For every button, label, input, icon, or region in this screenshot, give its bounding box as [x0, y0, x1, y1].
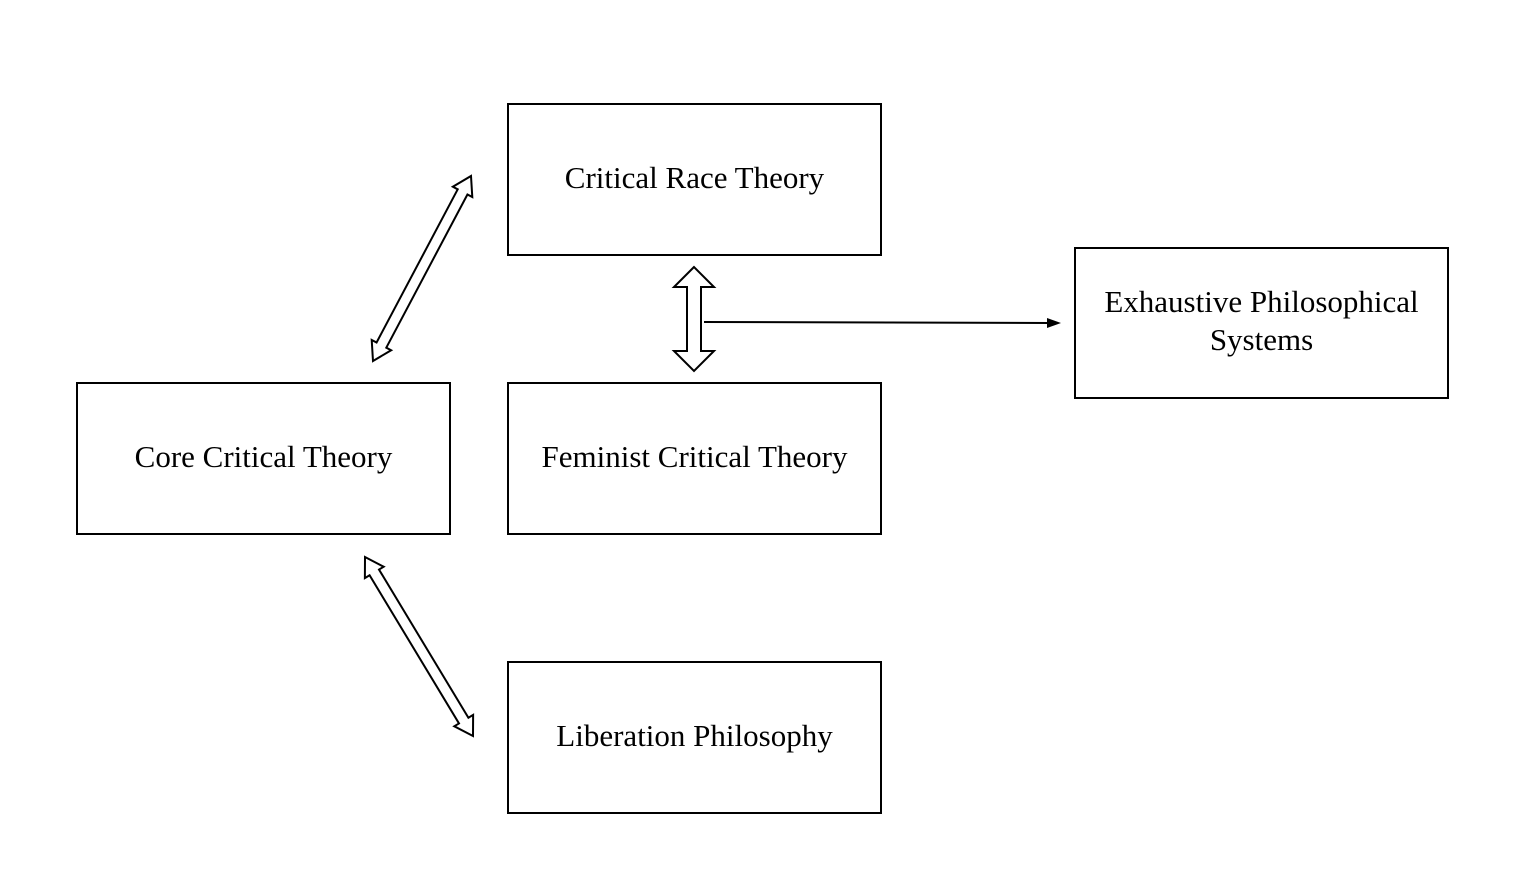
node-box [507, 103, 882, 256]
node-critical-race-theory[interactable]: Critical Race Theory [507, 103, 882, 256]
node-exhaustive-philosophical-systems[interactable]: Exhaustive Philosophical Systems [1074, 247, 1449, 399]
node-box [1074, 247, 1449, 399]
node-label-line-2: Systems [1210, 322, 1313, 357]
edge-to-exhaustive-systems-line [703, 321, 1051, 324]
node-box [76, 382, 451, 535]
edge-core-to-liberation-arrow [363, 555, 475, 738]
node-label: Critical Race Theory [565, 160, 825, 195]
node-label: Liberation Philosophy [556, 718, 833, 753]
node-feminist-critical-theory[interactable]: Feminist Critical Theory [507, 382, 882, 535]
node-box [507, 382, 882, 535]
node-label: Feminist Critical Theory [542, 439, 848, 474]
node-core-critical-theory[interactable]: Core Critical Theory [76, 382, 451, 535]
node-label: Core Critical Theory [135, 439, 393, 474]
edge-core-to-critical-race-arrow [370, 174, 474, 363]
node-label-line-1: Exhaustive Philosophical [1104, 284, 1418, 319]
node-box [507, 661, 882, 814]
node-liberation-philosophy[interactable]: Liberation Philosophy [507, 661, 882, 814]
arrowhead-icon [1047, 318, 1061, 328]
edge-critical-race-to-feminist-arrow [671, 265, 717, 373]
